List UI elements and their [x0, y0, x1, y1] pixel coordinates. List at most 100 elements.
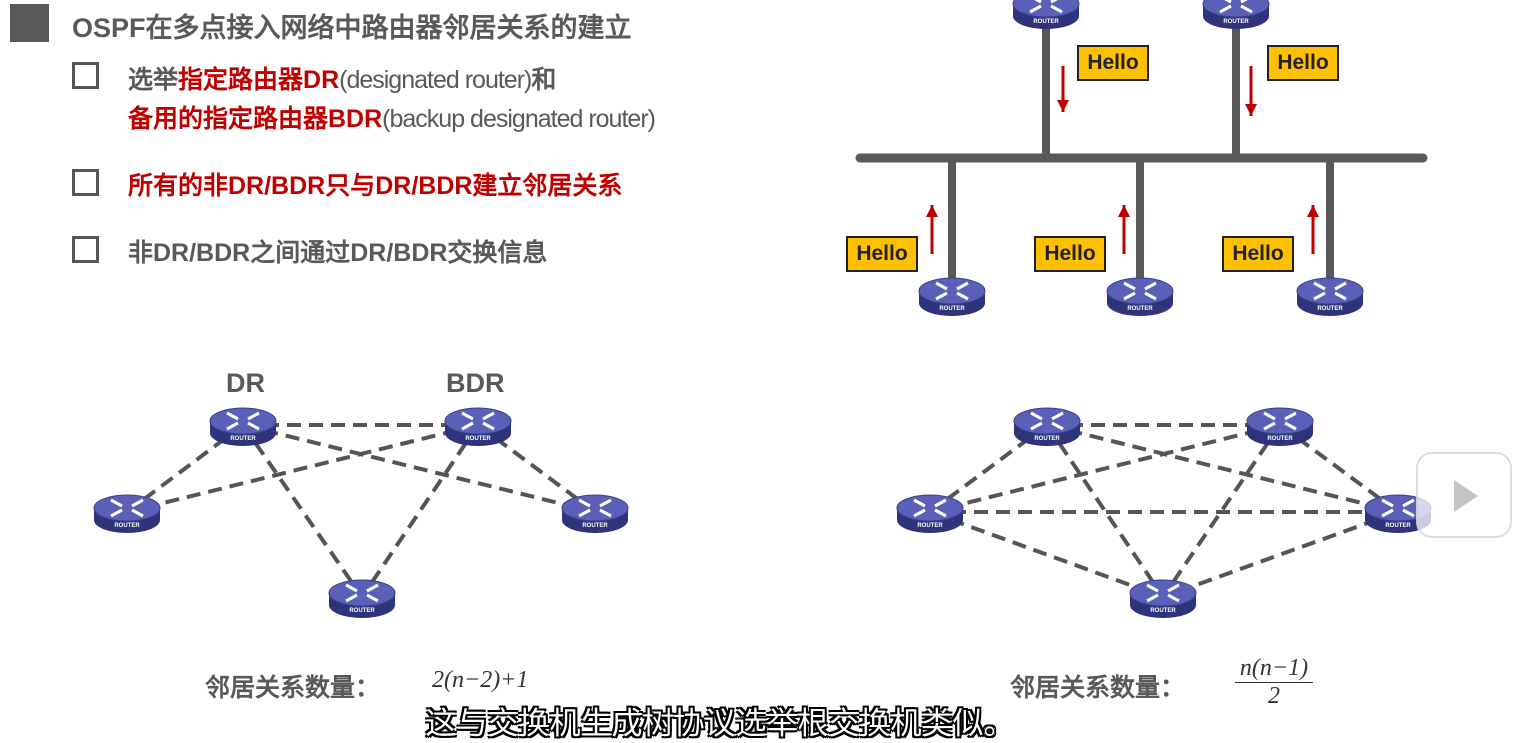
router-arrow [247, 411, 260, 421]
router-label: ROUTER [1034, 436, 1060, 442]
router-arrow [599, 508, 612, 518]
router-arrow [1334, 291, 1347, 301]
router-arrow [1313, 281, 1326, 291]
arrow-head [1245, 104, 1257, 116]
router-icon: ROUTER [896, 494, 964, 533]
router-arrow [1146, 583, 1159, 593]
neighbor-link [929, 423, 1281, 514]
router-arrow [461, 411, 474, 421]
router-arrow [110, 508, 123, 518]
router-top [896, 494, 964, 522]
router-arrow [1402, 498, 1415, 508]
title-bullet-square [10, 4, 49, 42]
text: 和 [531, 66, 557, 94]
arrow-head [926, 205, 938, 217]
router-label: ROUTER [114, 523, 140, 529]
router-arrow [1263, 411, 1276, 421]
router-top [328, 579, 396, 607]
router-arrow [913, 508, 926, 518]
slide-title: OSPF在多点接入网络中路由器邻居关系的建立 [72, 13, 632, 43]
arrow-head [1057, 100, 1069, 112]
router-arrow [345, 583, 358, 593]
router-arrow [934, 498, 947, 508]
router-top [561, 494, 629, 522]
router-arrow [1146, 593, 1159, 603]
router-arrow [1402, 508, 1415, 518]
formula-full-mesh: n(n−1) 2 [1235, 654, 1313, 709]
router-arrow [482, 411, 495, 421]
router-top [1246, 407, 1314, 435]
router-top [93, 494, 161, 522]
hello-packet: Hello [1034, 236, 1106, 272]
router-icon: ROUTER [918, 277, 986, 316]
text: 备用的指定路由器BDR [128, 105, 383, 133]
neighbor-link [126, 423, 479, 514]
router-top [209, 407, 277, 435]
router-arrow [1284, 411, 1297, 421]
formula-dr: 2(n−2)+1 [432, 667, 529, 693]
router-top [1013, 407, 1081, 435]
router-arrow [1144, 291, 1157, 301]
router-arrow [934, 508, 947, 518]
router-label: ROUTER [230, 436, 256, 442]
router-arrow [1123, 281, 1136, 291]
router-arrow [1030, 421, 1043, 431]
router-icon: ROUTER [1106, 277, 1174, 316]
neighbor-link [1046, 423, 1399, 514]
router-label: ROUTER [917, 523, 943, 529]
checkbox-icon [72, 236, 99, 263]
router-arrow [247, 421, 260, 431]
router-label: ROUTER [349, 608, 375, 614]
router-arrow [366, 583, 379, 593]
router-arrow [482, 421, 495, 431]
router-top [1202, 0, 1270, 18]
router-label: ROUTER [1033, 19, 1059, 25]
router-icon: ROUTER [1129, 579, 1197, 618]
hello-packet: Hello [1077, 45, 1149, 81]
router-top [918, 277, 986, 305]
router-arrow [1240, 0, 1248, 4]
router-top [1296, 277, 1364, 305]
router-arrow [1240, 4, 1253, 14]
router-arrow [1284, 421, 1297, 431]
bullet-1-line-1: 选举指定路由器DR(designated router)和 [128, 60, 556, 96]
play-button[interactable] [1416, 452, 1512, 538]
router-label: ROUTER [1317, 306, 1343, 312]
text: 选举 [128, 66, 179, 94]
router-arrow [1144, 281, 1157, 291]
router-top [1106, 277, 1174, 305]
router-top [1012, 0, 1080, 18]
router-label: ROUTER [1150, 608, 1176, 614]
router-arrow [131, 498, 144, 508]
router-arrow [1029, 4, 1042, 14]
text: 指定路由器DR [178, 66, 340, 94]
router-label: ROUTER [582, 523, 608, 529]
bullet-3: 非DR/BDR之间通过DR/BDR交换信息 [128, 239, 548, 267]
router-arrow [110, 498, 123, 508]
bdr-label: BDR [446, 368, 505, 398]
router-arrow [935, 281, 948, 291]
play-icon [1454, 480, 1478, 512]
router-icon: ROUTER [1013, 407, 1081, 446]
router-arrow [1167, 583, 1180, 593]
numerator: n(n−1) [1235, 654, 1313, 683]
router-arrow [1381, 498, 1394, 508]
router-icon: ROUTER [1202, 0, 1270, 29]
router-arrow [1030, 411, 1043, 421]
router-arrow [1334, 281, 1347, 291]
hello-packet: Hello [1222, 236, 1294, 272]
router-arrow [935, 291, 948, 301]
router-arrow [461, 421, 474, 431]
denominator: 2 [1268, 683, 1280, 709]
router-label: ROUTER [1267, 436, 1293, 442]
router-arrow [345, 593, 358, 603]
neighbor-count-label: 邻居关系数量： [205, 674, 381, 702]
neighbor-link [241, 423, 364, 599]
router-icon: ROUTER [328, 579, 396, 618]
router-label: ROUTER [465, 436, 491, 442]
dr-label: DR [226, 368, 265, 398]
router-icon: ROUTER [1296, 277, 1364, 316]
checkbox-icon [72, 169, 99, 196]
router-arrow [956, 281, 969, 291]
